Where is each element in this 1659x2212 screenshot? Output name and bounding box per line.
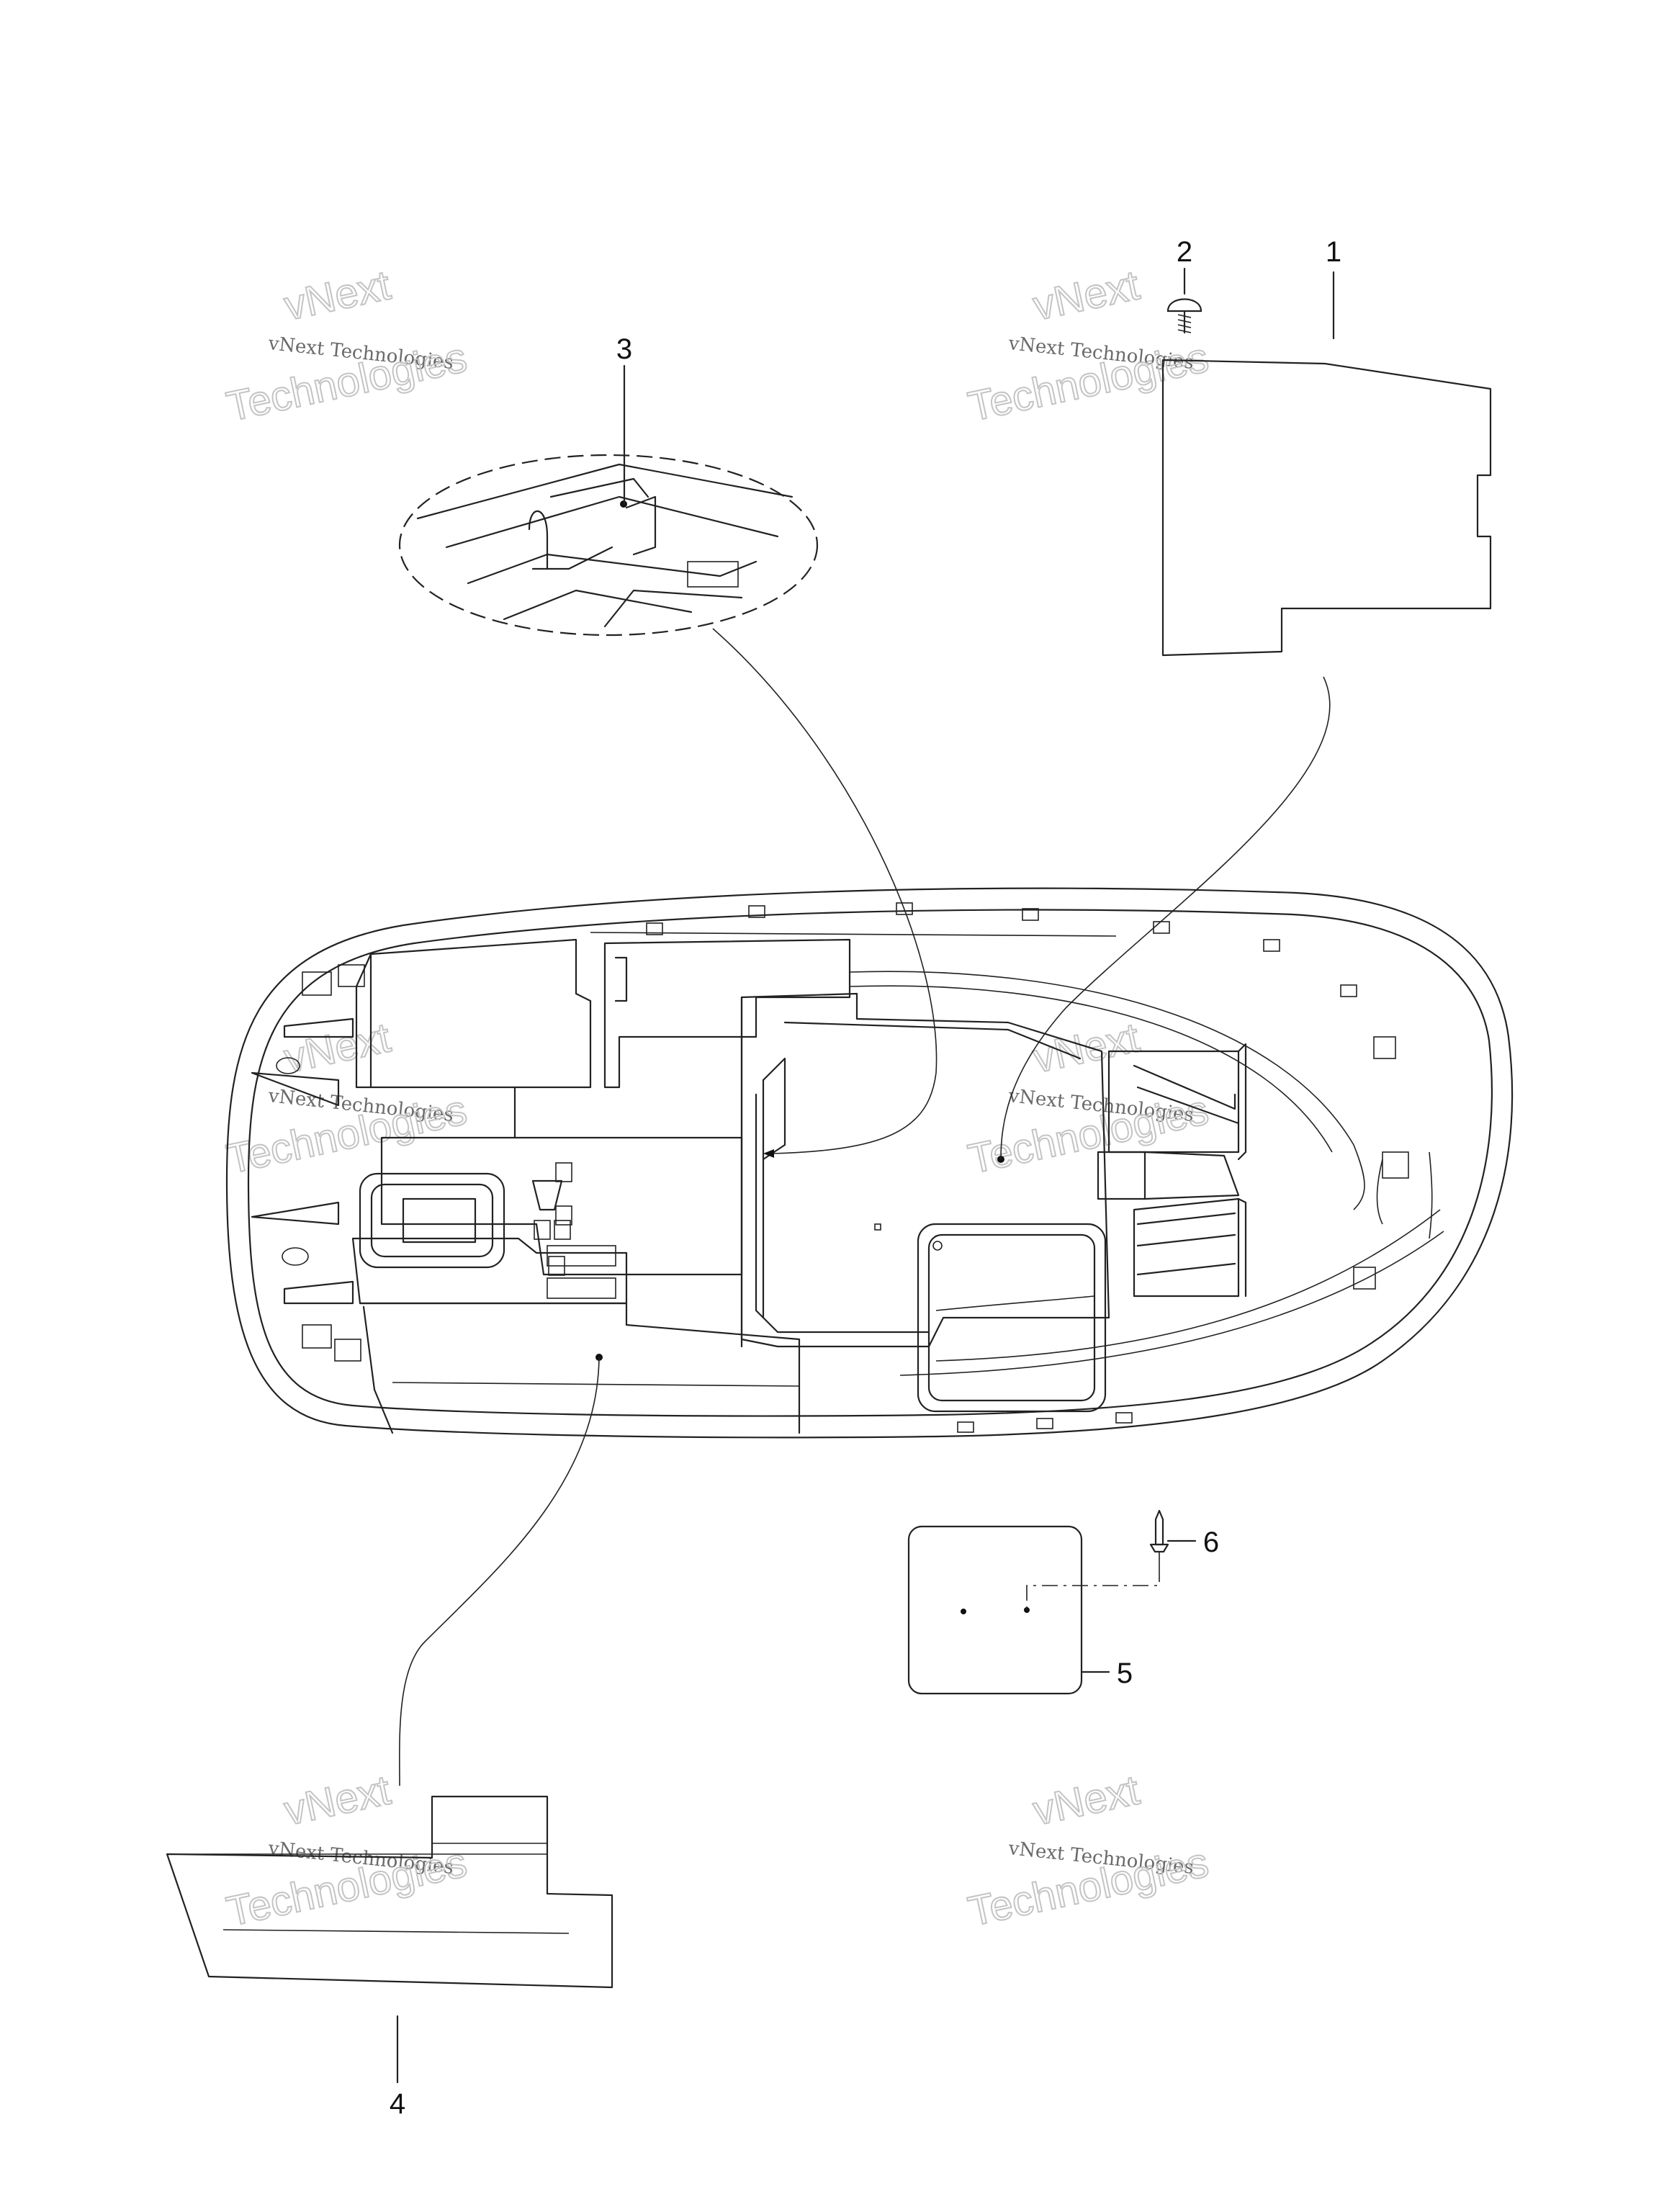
watermark-bottom-left: vNext vNext Technologies Technologies (222, 1766, 472, 1936)
callout-3: 3 (616, 333, 632, 365)
part-4-cushion (166, 1795, 613, 1989)
callout-6: 6 (1203, 1527, 1219, 1558)
callout-1: 1 (1326, 236, 1341, 268)
watermark-middle-left: vNext vNext Technologies Technologies (222, 1013, 472, 1183)
watermark-top-right: vNext vNext Technologies Technologies (963, 261, 1213, 431)
part-6-rivet (1149, 1509, 1169, 1566)
part-3-detail-view (398, 454, 819, 637)
watermark-word-top: vNext (1029, 261, 1143, 329)
watermark-word-top: vNext (280, 1766, 395, 1834)
callout-5: 5 (1117, 1658, 1133, 1689)
part-1-panel (1161, 359, 1492, 657)
part-2-screw (1166, 298, 1202, 334)
watermark-word-top: vNext (1029, 1014, 1143, 1082)
callout-4: 4 (390, 2088, 405, 2120)
callout-2: 2 (1177, 236, 1192, 268)
watermark-word-top: vNext (1029, 1766, 1143, 1834)
watermark-bottom-right: vNext vNext Technologies Technologies (963, 1766, 1213, 1936)
watermark-word-top: vNext (280, 261, 395, 329)
part-5-panel (907, 1525, 1083, 1695)
leader-lines (396, 267, 1335, 2084)
callout-labels: 1 2 3 4 5 6 (390, 236, 1341, 2120)
jet-boat-top-view (225, 887, 1514, 1439)
watermark-top-left: vNext vNext Technologies Technologies (222, 261, 472, 431)
